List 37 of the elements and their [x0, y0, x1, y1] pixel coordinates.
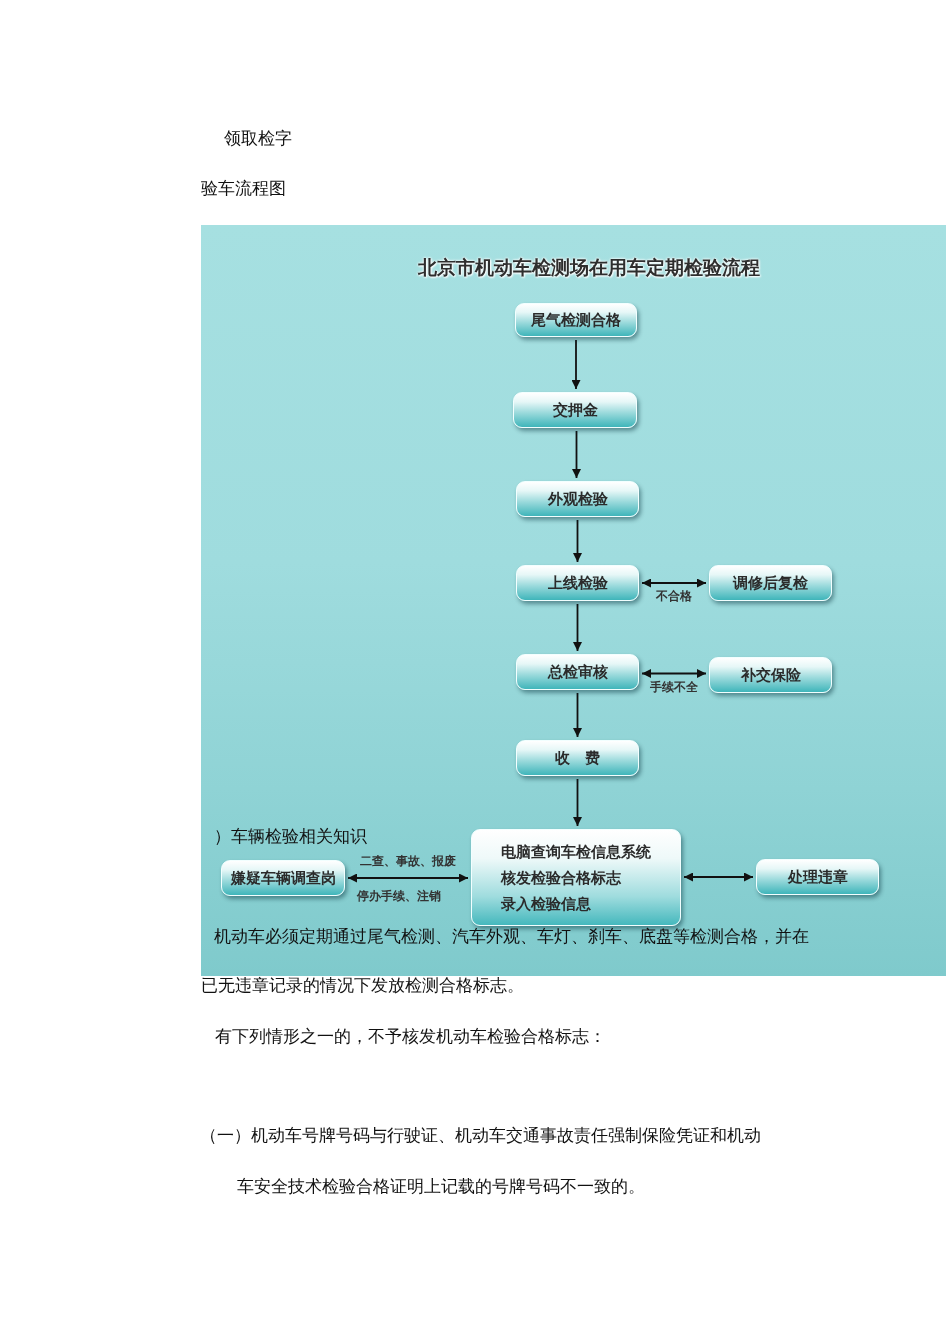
- double-arrow: [347, 873, 469, 883]
- arrow: [573, 603, 582, 652]
- arrow: [573, 519, 582, 563]
- process-box: 尾气检测合格: [515, 303, 637, 337]
- line-note: 停办手续、注销: [357, 889, 441, 904]
- process-box: [471, 829, 681, 926]
- double-arrow: [683, 872, 754, 882]
- text-line: 车安全技术检验合格证明上记载的号牌号码不一致的。: [237, 1176, 645, 1196]
- text-line: 机动车必须定期通过尾气检测、汽车外观、车灯、刹车、底盘等检测合格，并在: [214, 926, 809, 946]
- arrow: [573, 692, 582, 738]
- arrow: [572, 430, 581, 479]
- text-line: 有下列情形之一的，不予核发机动车检验合格标志：: [215, 1026, 606, 1046]
- process-box: 处理违章: [756, 859, 879, 895]
- edge-label: 二查、事故、报废: [360, 854, 456, 869]
- process-box: 调修后复检: [709, 565, 832, 601]
- text-line: ）车辆检验相关知识: [214, 826, 367, 846]
- process-box: 总检审核: [516, 654, 639, 690]
- process-box: 嫌疑车辆调查岗: [221, 860, 345, 896]
- arrow: [573, 778, 582, 827]
- process-box: 交押金: [513, 392, 637, 428]
- edge-label: 不合格: [656, 589, 692, 604]
- text-line: （一）机动车号牌号码与行驶证、机动车交通事故责任强制保险凭证和机动: [200, 1125, 761, 1145]
- edge-label: 手续不全: [650, 679, 698, 695]
- double-arrow: [641, 669, 707, 678]
- text-line: 验车流程图: [201, 178, 286, 198]
- process-box: 补交保险: [709, 657, 832, 693]
- text-line: 领取检字: [224, 128, 292, 148]
- diagram-title: 北京市机动车检测场在用车定期检验流程: [418, 256, 760, 280]
- process-box: 上线检验: [516, 565, 639, 601]
- text-line: 核发检验合格标志: [501, 868, 621, 888]
- process-box: 收 费: [516, 740, 639, 776]
- text-line: 电脑查询车检信息系统: [501, 842, 651, 862]
- arrow: [571, 339, 581, 390]
- process-box: 外观检验: [516, 481, 639, 517]
- double-arrow: [641, 578, 707, 588]
- text-line: 录入检验信息: [501, 894, 591, 914]
- text-line: 已无违章记录的情况下发放检测合格标志。: [201, 975, 524, 995]
